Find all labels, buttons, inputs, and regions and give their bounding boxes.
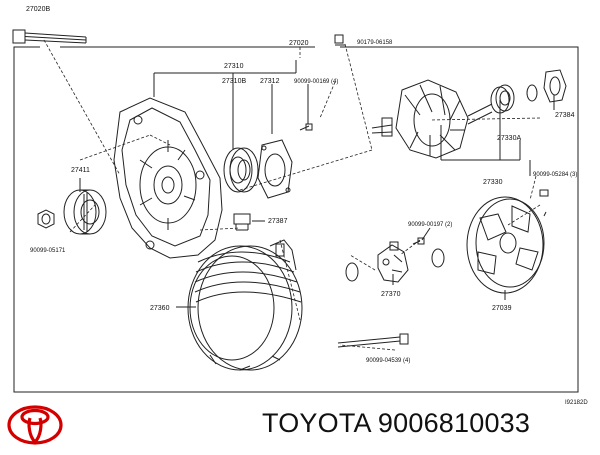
label-90099-05171: 90099-05171 (30, 248, 66, 254)
label-27411: 27411 (71, 167, 90, 174)
label-90099-04539: 90099-04539 (4) (366, 358, 410, 364)
rear-cover-27039 (466, 196, 547, 294)
drive-end-frame-27310 (113, 97, 223, 259)
small-part (539, 189, 549, 197)
regulator-27370 (377, 241, 409, 283)
ring-left (345, 262, 359, 282)
label-27330: 27330 (483, 179, 503, 186)
diagram-frame (13, 46, 579, 393)
through-bolt-90099-04539 (337, 333, 409, 348)
bearing-27310b (223, 147, 259, 193)
label-27020: 27020 (289, 40, 309, 47)
label-90099-00169: 90099-00169 (4) (294, 79, 338, 85)
label-27387: 27387 (268, 218, 288, 225)
pulley-27411 (63, 189, 107, 235)
brand-part-number: TOYOTA 9006810033 (262, 408, 531, 438)
label-27330a: 27330A (497, 135, 521, 142)
label-90179-06158: 90179-06158 (357, 40, 393, 46)
label-27039: 27039 (492, 305, 512, 312)
label-27370: 27370 (381, 291, 401, 298)
toyota-logo-icon (7, 405, 63, 445)
ring (526, 84, 538, 102)
figure-code: I92182D (565, 400, 588, 406)
label-27310b: 27310B (222, 78, 246, 85)
label-90099-05284: 90099-05284 (3) (533, 172, 577, 178)
screw-90099-00169 (299, 123, 313, 131)
clip-90179-06158 (334, 34, 344, 44)
nut-90099-05171 (37, 209, 55, 229)
bolt-27020b (12, 29, 87, 44)
screw-90099-00197 (412, 237, 425, 245)
stator-27360 (180, 239, 303, 371)
bearing-27330a (490, 84, 515, 114)
label-27310: 27310 (224, 63, 244, 70)
ring-right (431, 248, 445, 268)
label-27020b: 27020B (26, 6, 50, 13)
label-90099-00197: 90099-00197 (2) (408, 222, 452, 228)
label-27312: 27312 (260, 78, 280, 85)
rotor-27330 (371, 79, 493, 159)
label-27384: 27384 (555, 112, 575, 119)
label-27360: 27360 (150, 305, 170, 312)
seal-27387 (233, 213, 251, 231)
insulator-27384 (543, 69, 567, 103)
retainer-plate-27312 (257, 139, 293, 199)
